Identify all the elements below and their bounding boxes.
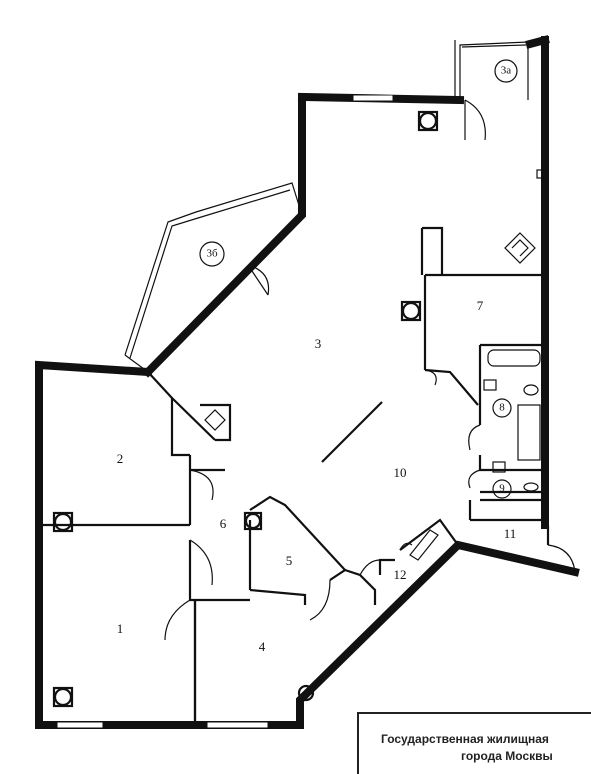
room-label-11: 11	[504, 526, 517, 541]
fixtures	[204, 169, 543, 561]
room-labels: 1 2 3 3а 3б 4 5 6 7 8 9 10 11 12	[117, 59, 518, 654]
balcony-3b	[124, 182, 303, 373]
room-label-1: 1	[117, 621, 124, 636]
stamp-line-1: Государственная жилищная	[381, 732, 549, 746]
room-label-10: 10	[394, 465, 407, 480]
registry-stamp: Государственная жилищная города Москвы	[357, 712, 591, 774]
room-label-3b: 3б	[206, 248, 218, 260]
room-label-8: 8	[499, 402, 505, 414]
room-label-9: 9	[499, 483, 505, 495]
room-label-7: 7	[477, 298, 484, 313]
balcony-3a	[454, 40, 529, 100]
doors	[164, 99, 576, 641]
room-label-3a: 3а	[501, 65, 512, 77]
room-label-6: 6	[220, 516, 227, 531]
room-label-5: 5	[286, 553, 293, 568]
columns	[52, 110, 439, 708]
room-label-2: 2	[117, 451, 124, 466]
room-label-12: 12	[394, 567, 407, 582]
room-label-4: 4	[259, 639, 266, 654]
room-label-3: 3	[315, 336, 322, 351]
partitions	[39, 226, 550, 725]
stamp-line-2: города Москвы	[461, 749, 553, 763]
